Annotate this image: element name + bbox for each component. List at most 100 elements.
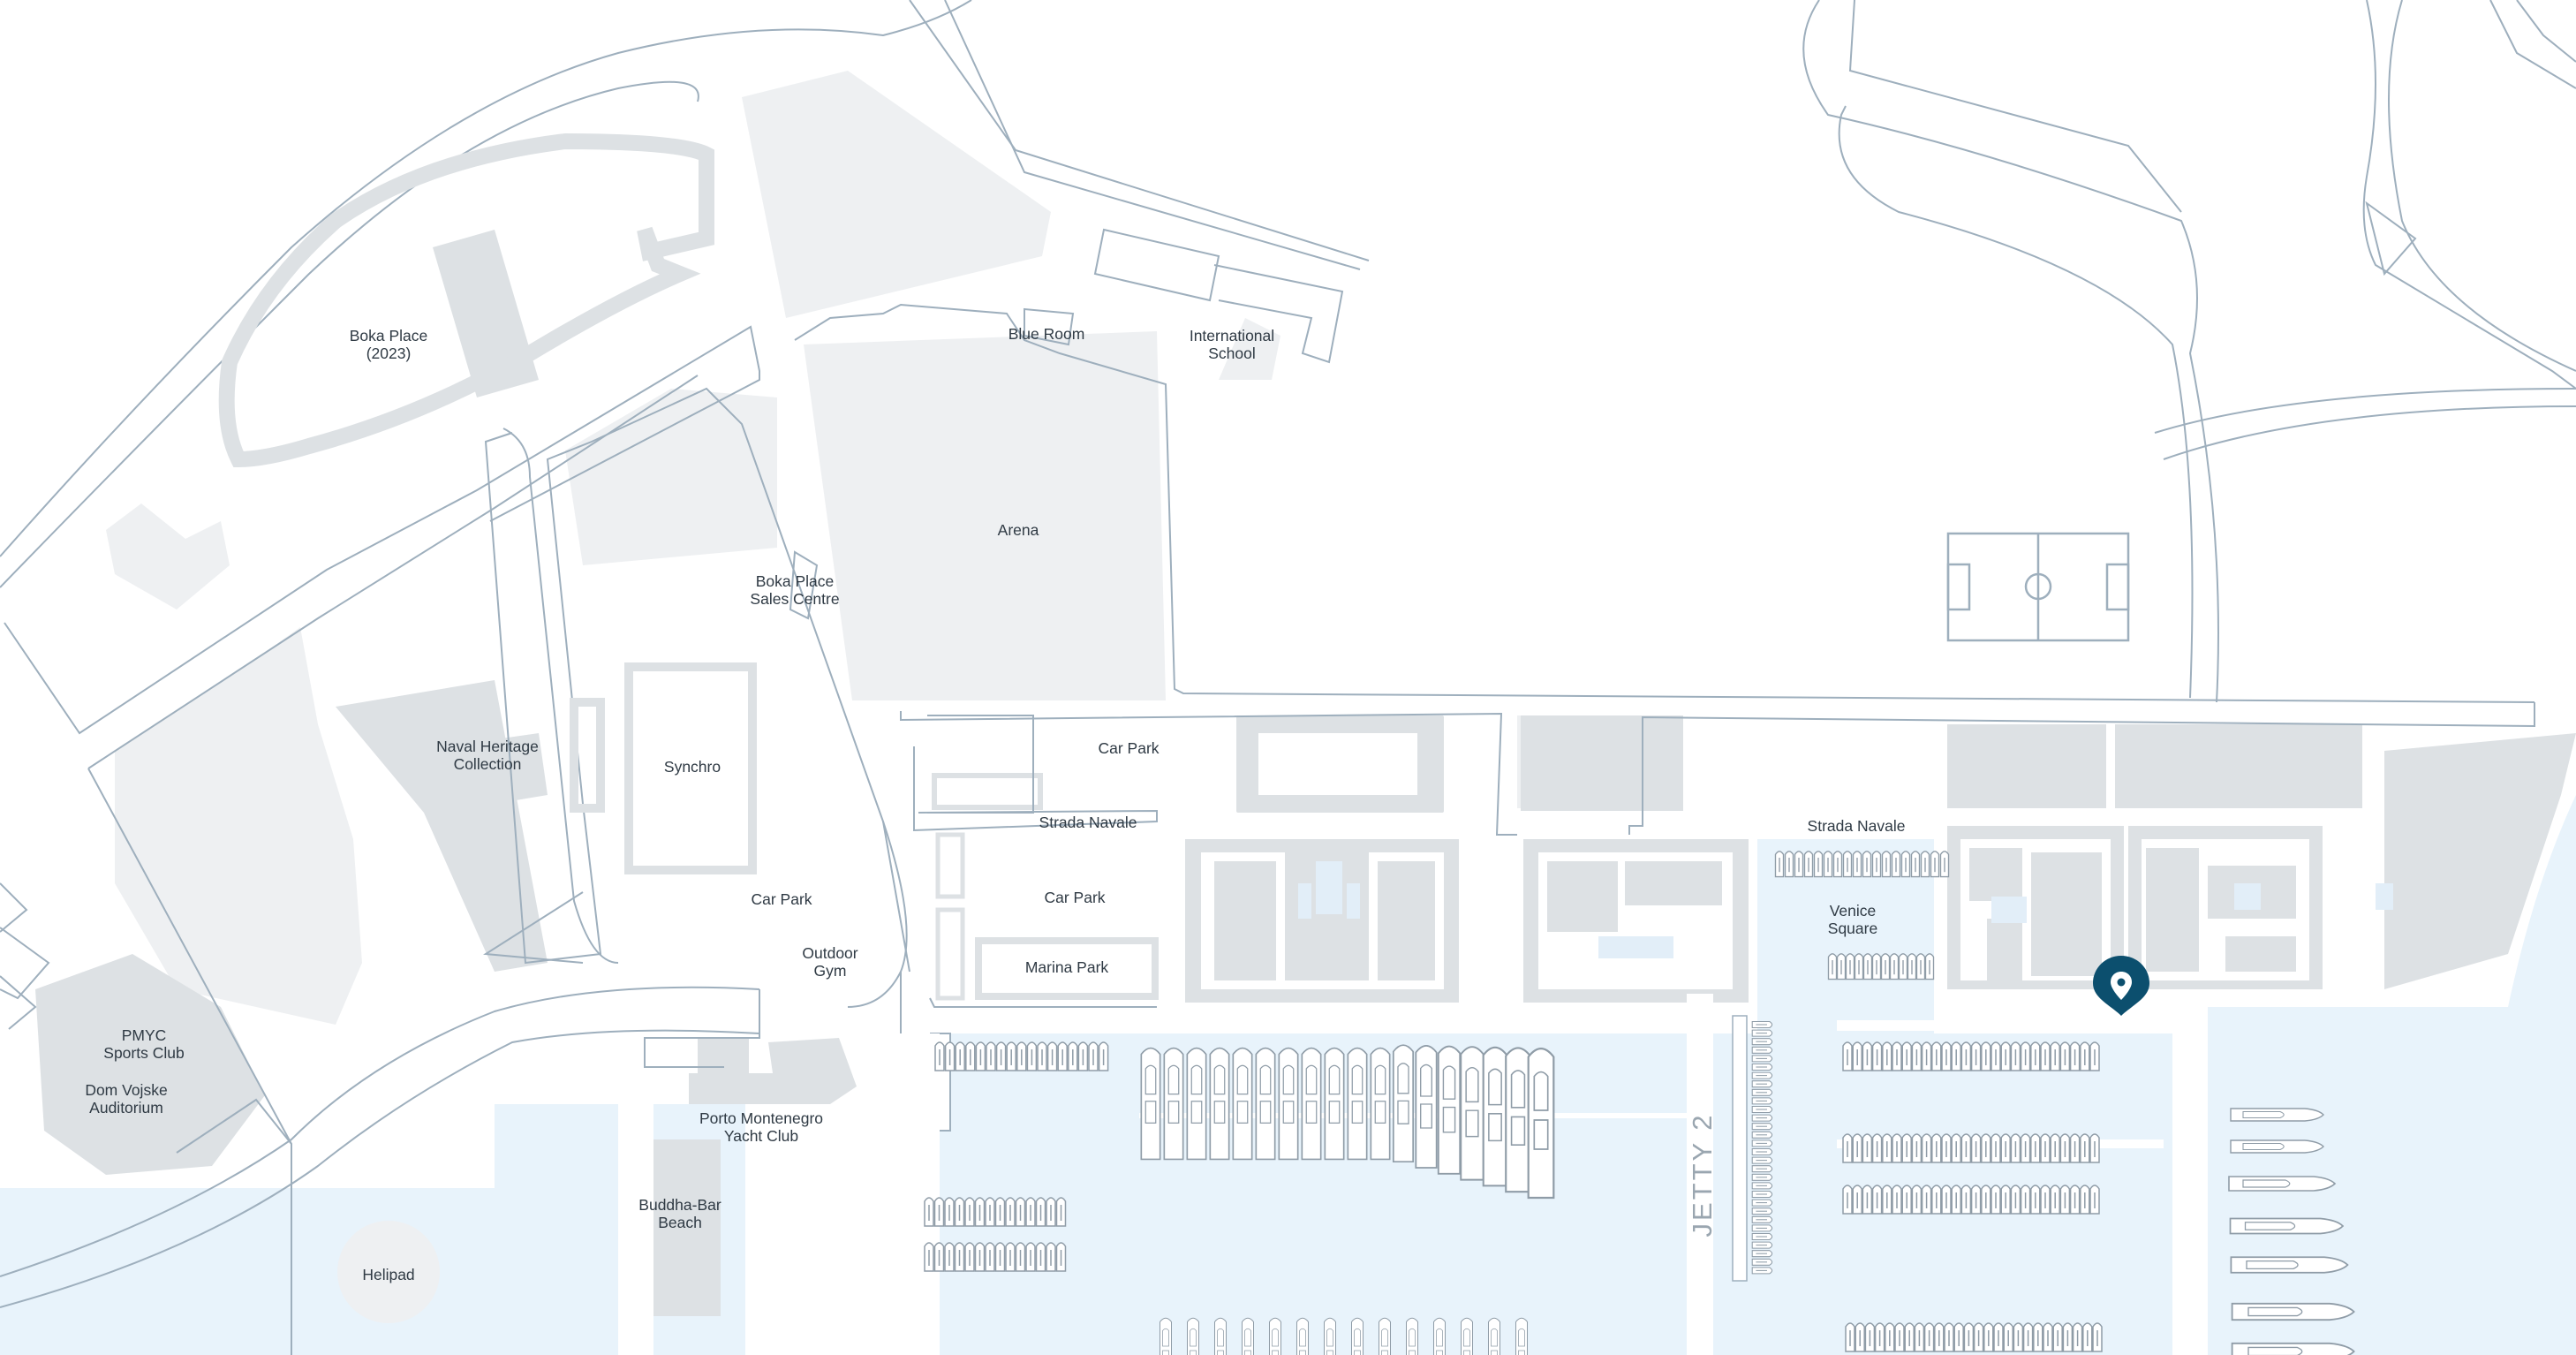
small-boat <box>2082 1322 2093 1352</box>
small-boat <box>1005 1197 1016 1227</box>
small-boat <box>1068 1041 1078 1071</box>
small-boat <box>1862 851 1872 878</box>
football-pitch <box>1946 532 2130 642</box>
small-boat <box>985 1197 995 1227</box>
small-boat <box>1803 851 1814 878</box>
small-boat <box>1862 1041 1873 1071</box>
small-boat <box>1751 1063 1773 1071</box>
label-arena: Arena <box>997 521 1039 539</box>
label-strada-navale-left: Strada Navale <box>1039 814 1137 831</box>
yacht <box>1232 1047 1253 1161</box>
small-boat <box>1852 851 1862 878</box>
small-boat <box>964 1197 975 1227</box>
small-boat <box>2052 1322 2063 1352</box>
small-boat <box>2072 1322 2083 1352</box>
small-boat <box>1751 1020 1773 1029</box>
superyacht <box>2231 1342 2355 1355</box>
small-boat <box>1055 1242 1067 1272</box>
small-boat <box>1951 1041 1961 1071</box>
water-features <box>1298 861 2393 958</box>
small-boat <box>2030 1041 2041 1071</box>
small-boat <box>1911 1041 1923 1071</box>
map-pin-icon[interactable] <box>2091 954 2151 1033</box>
small-boat <box>1900 851 1911 878</box>
small-boat <box>2043 1322 2053 1352</box>
small-boat <box>1088 1041 1099 1071</box>
small-boat <box>1970 1041 1982 1071</box>
small-boat <box>1941 1185 1952 1215</box>
small-boat <box>2030 1185 2041 1215</box>
small-boat <box>1960 1185 1972 1215</box>
small-boat <box>1981 1133 1991 1163</box>
jetty-2-dock <box>1732 1015 1748 1282</box>
small-boat <box>965 1041 976 1071</box>
small-boat <box>1751 1029 1773 1037</box>
small-boat <box>1889 953 1900 980</box>
small-boat <box>1098 1041 1109 1071</box>
small-boat <box>1871 1133 1883 1163</box>
small-boat <box>1941 1041 1952 1071</box>
small-boat <box>1892 1041 1902 1071</box>
small-boat <box>1951 1185 1961 1215</box>
small-boat <box>1751 1207 1773 1215</box>
small-boat <box>1827 953 1838 980</box>
small-boat <box>1832 851 1843 878</box>
small-boat <box>1774 851 1785 878</box>
small-boat <box>1864 1322 1876 1352</box>
small-boat <box>924 1242 934 1272</box>
small-boat <box>2080 1041 2090 1071</box>
small-boat <box>1931 1133 1942 1163</box>
superyacht <box>2230 1256 2349 1274</box>
small-boat <box>1751 1097 1773 1105</box>
label-car-park-top: Car Park <box>1098 739 1160 757</box>
small-boat <box>1751 1190 1773 1199</box>
small-boat <box>1842 1133 1853 1163</box>
small-boat <box>1055 1197 1067 1227</box>
yacht <box>1433 1317 1446 1355</box>
small-boat <box>2050 1133 2060 1163</box>
small-boat <box>1751 1224 1773 1232</box>
small-boat <box>1963 1322 1975 1352</box>
yacht <box>1392 1044 1415 1163</box>
label-helipad: Helipad <box>362 1266 415 1283</box>
yacht <box>1160 1317 1172 1355</box>
label-marina-park: Marina Park <box>1024 958 1109 976</box>
small-boat <box>1983 1322 1994 1352</box>
small-boat <box>1751 1131 1773 1139</box>
small-boat <box>2069 1133 2081 1163</box>
small-boat <box>1046 1197 1056 1227</box>
small-boat <box>994 1242 1006 1272</box>
small-boat <box>955 1041 965 1071</box>
small-boat <box>1991 1133 2001 1163</box>
small-boat <box>1025 1242 1036 1272</box>
small-boat <box>944 1197 955 1227</box>
small-boat <box>2010 1041 2021 1071</box>
small-boat <box>2020 1041 2031 1071</box>
small-boat <box>1960 1041 1972 1071</box>
small-boat <box>1871 1185 1883 1215</box>
yacht <box>1242 1317 1254 1355</box>
building-inner <box>1214 733 2349 980</box>
small-boat <box>1934 1322 1945 1352</box>
small-boat <box>2062 1322 2074 1352</box>
yacht <box>1347 1047 1368 1161</box>
small-boat <box>1751 1165 1773 1173</box>
yacht <box>1324 1047 1345 1161</box>
label-car-park-middle: Car Park <box>1044 889 1106 906</box>
small-boat <box>1981 1041 1991 1071</box>
small-boat <box>1854 953 1864 980</box>
small-boat <box>1862 953 1873 980</box>
small-boat <box>1930 851 1940 878</box>
small-boat <box>1871 1041 1883 1071</box>
small-boat <box>1057 1041 1068 1071</box>
small-boat <box>2040 1133 2051 1163</box>
yacht <box>1460 1046 1484 1181</box>
small-boat <box>1880 953 1891 980</box>
small-boat <box>2069 1185 2081 1215</box>
small-boat <box>2030 1133 2041 1163</box>
yacht <box>1187 1317 1199 1355</box>
